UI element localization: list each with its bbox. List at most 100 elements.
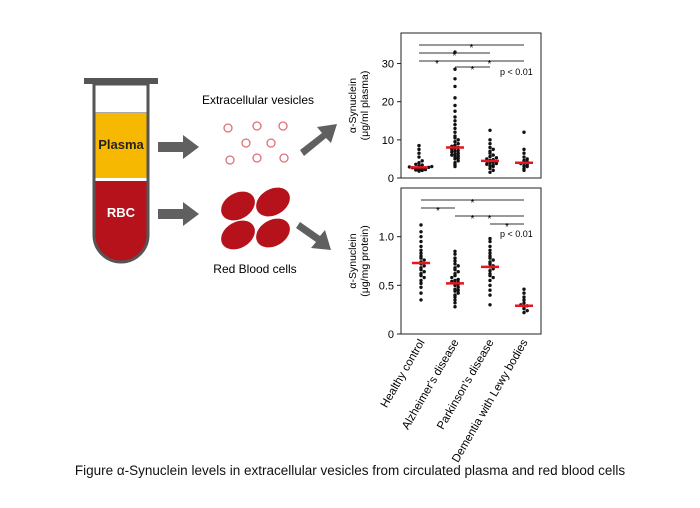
data-point [494, 156, 499, 160]
data-point [488, 138, 492, 142]
data-point [522, 158, 526, 163]
data-point [422, 275, 426, 280]
data-point [419, 251, 423, 255]
y-tick-label: 1.0 [379, 232, 394, 244]
data-point [422, 270, 426, 274]
data-point [422, 258, 426, 262]
significance-star: * [505, 222, 509, 233]
data-point [522, 301, 526, 305]
data-point [494, 161, 499, 166]
data-point [419, 239, 423, 244]
arrow-down-right-icon [296, 222, 331, 250]
red-blood-cell [221, 220, 255, 250]
data-point [488, 278, 492, 283]
y-axis-label: (μg/ml plasma) [359, 71, 371, 141]
y-axis-label: α-Synuclein [347, 233, 359, 288]
data-point [414, 162, 418, 166]
data-point [450, 150, 454, 154]
red-blood-cell [256, 218, 290, 248]
data-point [488, 170, 492, 174]
arrow-up-right-icon [300, 124, 337, 156]
data-point [488, 271, 492, 276]
data-point [422, 264, 426, 268]
data-point [453, 103, 457, 108]
p-value-label: p < 0.01 [500, 67, 533, 77]
data-point [456, 277, 460, 282]
test-tube: Plasma RBC [84, 78, 158, 264]
data-point [456, 270, 460, 274]
plot-frame [400, 32, 542, 179]
significance-star: * [436, 206, 440, 217]
data-point [419, 223, 423, 227]
data-point [522, 147, 526, 152]
data-point [456, 151, 460, 155]
data-point [453, 126, 457, 131]
y-tick-label: 0 [388, 329, 394, 341]
data-point [522, 298, 526, 302]
data-point [419, 285, 423, 289]
y-tick-label: 30 [382, 59, 394, 71]
data-point [488, 248, 492, 252]
y-tick-label: 10 [382, 135, 394, 147]
data-point [453, 256, 457, 260]
data-point [419, 278, 423, 283]
data-point [488, 239, 492, 244]
data-point [453, 115, 457, 119]
arrow-right-top-icon [158, 135, 199, 159]
plasma-layer [94, 113, 148, 178]
y-tick-label: 20 [382, 97, 394, 109]
data-point [456, 141, 460, 146]
data-point [453, 259, 457, 263]
data-point [453, 262, 457, 266]
data-point [417, 143, 421, 148]
vesicle [223, 123, 233, 133]
significance-star: * [470, 43, 474, 54]
rbc-layer [94, 181, 148, 262]
data-point [419, 234, 423, 239]
data-point [419, 281, 423, 286]
data-point [419, 248, 423, 252]
data-point [450, 153, 454, 157]
data-point [488, 154, 492, 159]
data-point [453, 161, 457, 165]
data-point [453, 130, 457, 134]
data-point [419, 291, 423, 295]
data-point [488, 166, 492, 171]
data-point [453, 298, 457, 302]
vesicle [241, 138, 251, 148]
red-blood-cell [256, 187, 290, 217]
plot-frame [400, 187, 542, 335]
data-point [453, 119, 457, 123]
vesicle [266, 138, 276, 148]
data-point [453, 122, 457, 127]
y-tick-label: 0 [388, 173, 394, 185]
data-point [453, 249, 457, 253]
figure-caption: Figure α-Synuclein levels in extracellul… [74, 463, 626, 478]
plasma-label: Plasma [98, 137, 144, 152]
data-point [453, 155, 457, 159]
data-point [522, 155, 526, 159]
tube-outline [92, 84, 150, 264]
data-point [453, 266, 457, 270]
data-point [453, 149, 457, 153]
significance-star: * [488, 214, 492, 225]
data-point [453, 143, 457, 147]
y-tick-label: 0.5 [379, 280, 394, 292]
data-point [488, 288, 492, 292]
data-point [453, 140, 457, 144]
data-point [453, 305, 457, 309]
data-point [488, 141, 492, 146]
data-point [453, 67, 457, 71]
data-point [419, 230, 423, 234]
data-point [419, 298, 423, 302]
ev-label: Extracellular vesicles [202, 93, 314, 107]
data-point [522, 164, 526, 168]
data-point [453, 287, 457, 291]
data-point [491, 153, 495, 157]
data-point [456, 159, 460, 163]
significance-star: * [471, 65, 475, 76]
data-point [453, 293, 457, 297]
data-point [488, 128, 492, 133]
